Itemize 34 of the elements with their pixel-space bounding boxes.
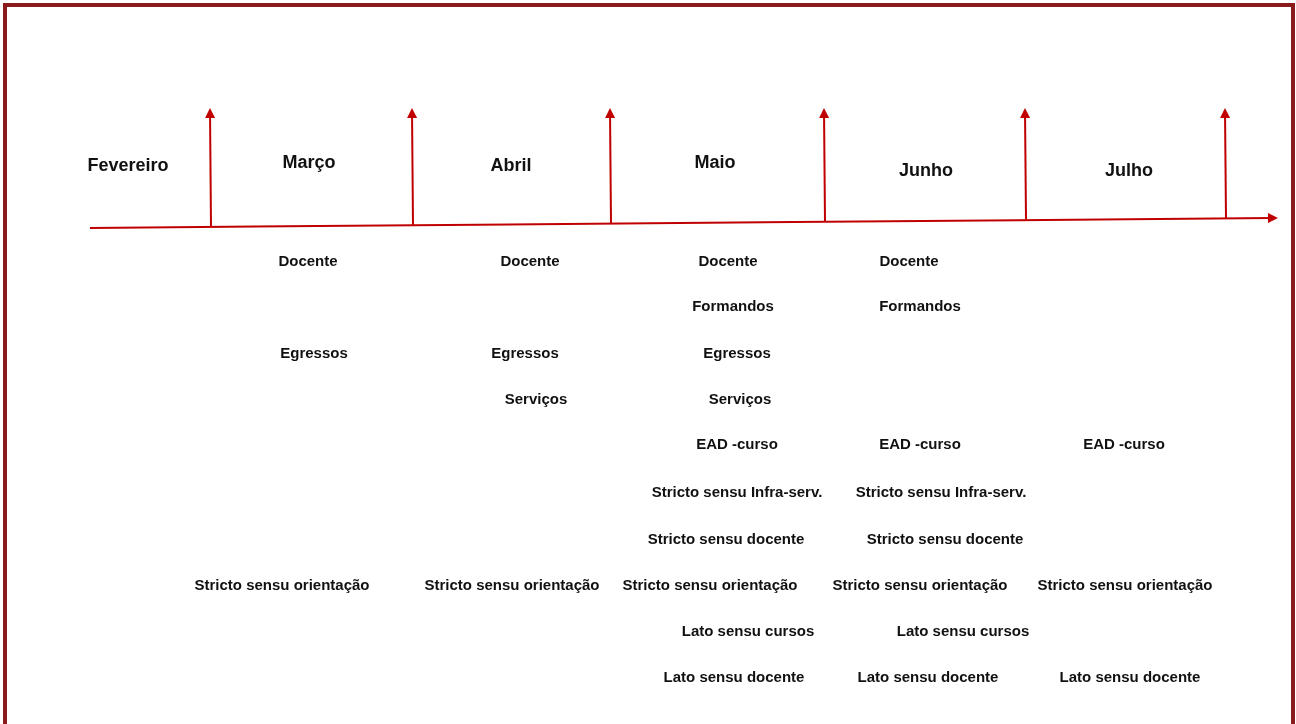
activity-label: Stricto sensu docente bbox=[647, 529, 805, 547]
activity-label: Egressos bbox=[703, 343, 771, 361]
activity-label: Formandos bbox=[879, 296, 961, 314]
activity-label: EAD -curso bbox=[696, 434, 778, 452]
activity-label: Egressos bbox=[280, 343, 348, 361]
activity-label: Lato sensu docente bbox=[1059, 667, 1201, 685]
activity-label: Serviços bbox=[708, 389, 772, 407]
month-label: Maio bbox=[694, 151, 736, 173]
activity-label: Serviços bbox=[504, 389, 568, 407]
activity-label: Docente bbox=[278, 251, 338, 269]
month-label: Março bbox=[282, 151, 336, 173]
month-label: Abril bbox=[490, 154, 532, 176]
activity-label: Docente bbox=[879, 251, 939, 269]
activity-label: Formandos bbox=[692, 296, 774, 314]
activity-label: Stricto sensu Infra-serv. bbox=[651, 482, 823, 500]
activity-label: Docente bbox=[500, 251, 560, 269]
activity-label: EAD -curso bbox=[1083, 434, 1165, 452]
activity-label: Lato sensu cursos bbox=[896, 621, 1030, 639]
month-label: Fevereiro bbox=[87, 154, 169, 176]
activity-label: Stricto sensu orientação bbox=[1037, 575, 1213, 593]
activity-label: Stricto sensu orientação bbox=[194, 575, 370, 593]
activity-label: Lato sensu docente bbox=[857, 667, 999, 685]
activity-label: Stricto sensu Infra-serv. bbox=[855, 482, 1027, 500]
activity-label: Stricto sensu docente bbox=[866, 529, 1024, 547]
activity-label: Stricto sensu orientação bbox=[622, 575, 798, 593]
activity-label: Docente bbox=[698, 251, 758, 269]
activity-label: Lato sensu docente bbox=[663, 667, 805, 685]
month-label: Junho bbox=[899, 159, 953, 181]
activity-label: Egressos bbox=[491, 343, 559, 361]
activity-label: Stricto sensu orientação bbox=[832, 575, 1008, 593]
activity-label: Lato sensu cursos bbox=[681, 621, 815, 639]
activity-label: Stricto sensu orientação bbox=[424, 575, 600, 593]
activity-label: EAD -curso bbox=[879, 434, 961, 452]
month-label: Julho bbox=[1105, 159, 1153, 181]
